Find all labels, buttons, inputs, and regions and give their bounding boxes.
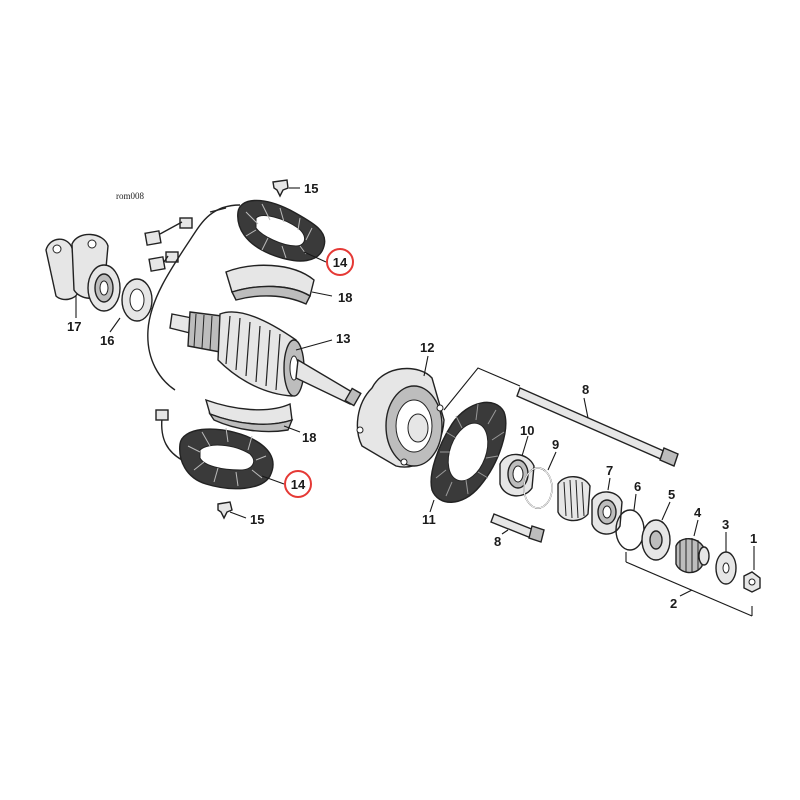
field-wire-end xyxy=(209,207,227,213)
callout-7: 7 xyxy=(606,463,613,478)
brush-terminals xyxy=(144,217,193,272)
gasket-11 xyxy=(430,401,507,503)
callout-15-upper: 15 xyxy=(304,181,318,196)
callout-11: 11 xyxy=(422,512,436,527)
callout-8-long: 8 xyxy=(582,382,589,397)
bolt-8-short xyxy=(490,513,545,543)
bracket-12-8 xyxy=(443,367,521,411)
callout-12: 12 xyxy=(420,340,434,355)
o-ring-6 xyxy=(615,509,645,551)
snap-ring-9 xyxy=(523,467,553,509)
through-bolt-8-long xyxy=(516,387,679,467)
callout-9: 9 xyxy=(552,437,559,452)
leader-lines xyxy=(75,187,755,597)
field-wire-upper xyxy=(147,204,241,391)
field-coil-14-upper xyxy=(237,199,326,262)
callout-1: 1 xyxy=(750,531,757,546)
callout-14-lower: 14 xyxy=(291,477,306,492)
callout-8-short: 8 xyxy=(494,534,501,549)
reference-code: rom008 xyxy=(116,191,144,201)
callout-14-upper: 14 xyxy=(333,255,348,270)
group-2-bracket xyxy=(625,561,753,617)
callout-15-lower: 15 xyxy=(250,512,264,527)
field-wire-lower xyxy=(161,417,183,461)
needle-bearing xyxy=(557,476,591,522)
callout-17: 17 xyxy=(67,319,81,334)
callout-10: 10 xyxy=(520,423,534,438)
bearing-17 xyxy=(87,264,121,312)
field-coil-14-lower xyxy=(179,427,274,490)
highlight-circle-14-lower xyxy=(284,470,312,498)
callout-18-upper: 18 xyxy=(338,290,352,305)
armature-13 xyxy=(169,311,362,407)
pole-shoe-18-lower xyxy=(204,398,294,433)
callout-4: 4 xyxy=(694,505,702,520)
callout-13: 13 xyxy=(336,331,350,346)
nut-1 xyxy=(743,571,761,593)
pinion-gear-4 xyxy=(675,538,710,574)
pole-shoe-18-upper xyxy=(225,264,315,305)
callout-16: 16 xyxy=(100,333,114,348)
screw-15-upper xyxy=(272,179,289,198)
callout-3: 3 xyxy=(722,517,729,532)
callout-2: 2 xyxy=(670,596,677,611)
callout-5: 5 xyxy=(668,487,675,502)
bearing-7 xyxy=(591,491,623,535)
field-frame-12 xyxy=(356,367,445,468)
bearing-10 xyxy=(499,453,535,497)
callout-18-lower: 18 xyxy=(302,430,316,445)
highlight-circle-14-upper xyxy=(326,248,354,276)
bushing-16 xyxy=(121,278,153,322)
lower-terminal xyxy=(155,409,169,421)
screw-15-lower xyxy=(217,501,233,520)
washer-3 xyxy=(715,551,737,585)
washer-5 xyxy=(641,519,671,561)
callout-6: 6 xyxy=(634,479,641,494)
